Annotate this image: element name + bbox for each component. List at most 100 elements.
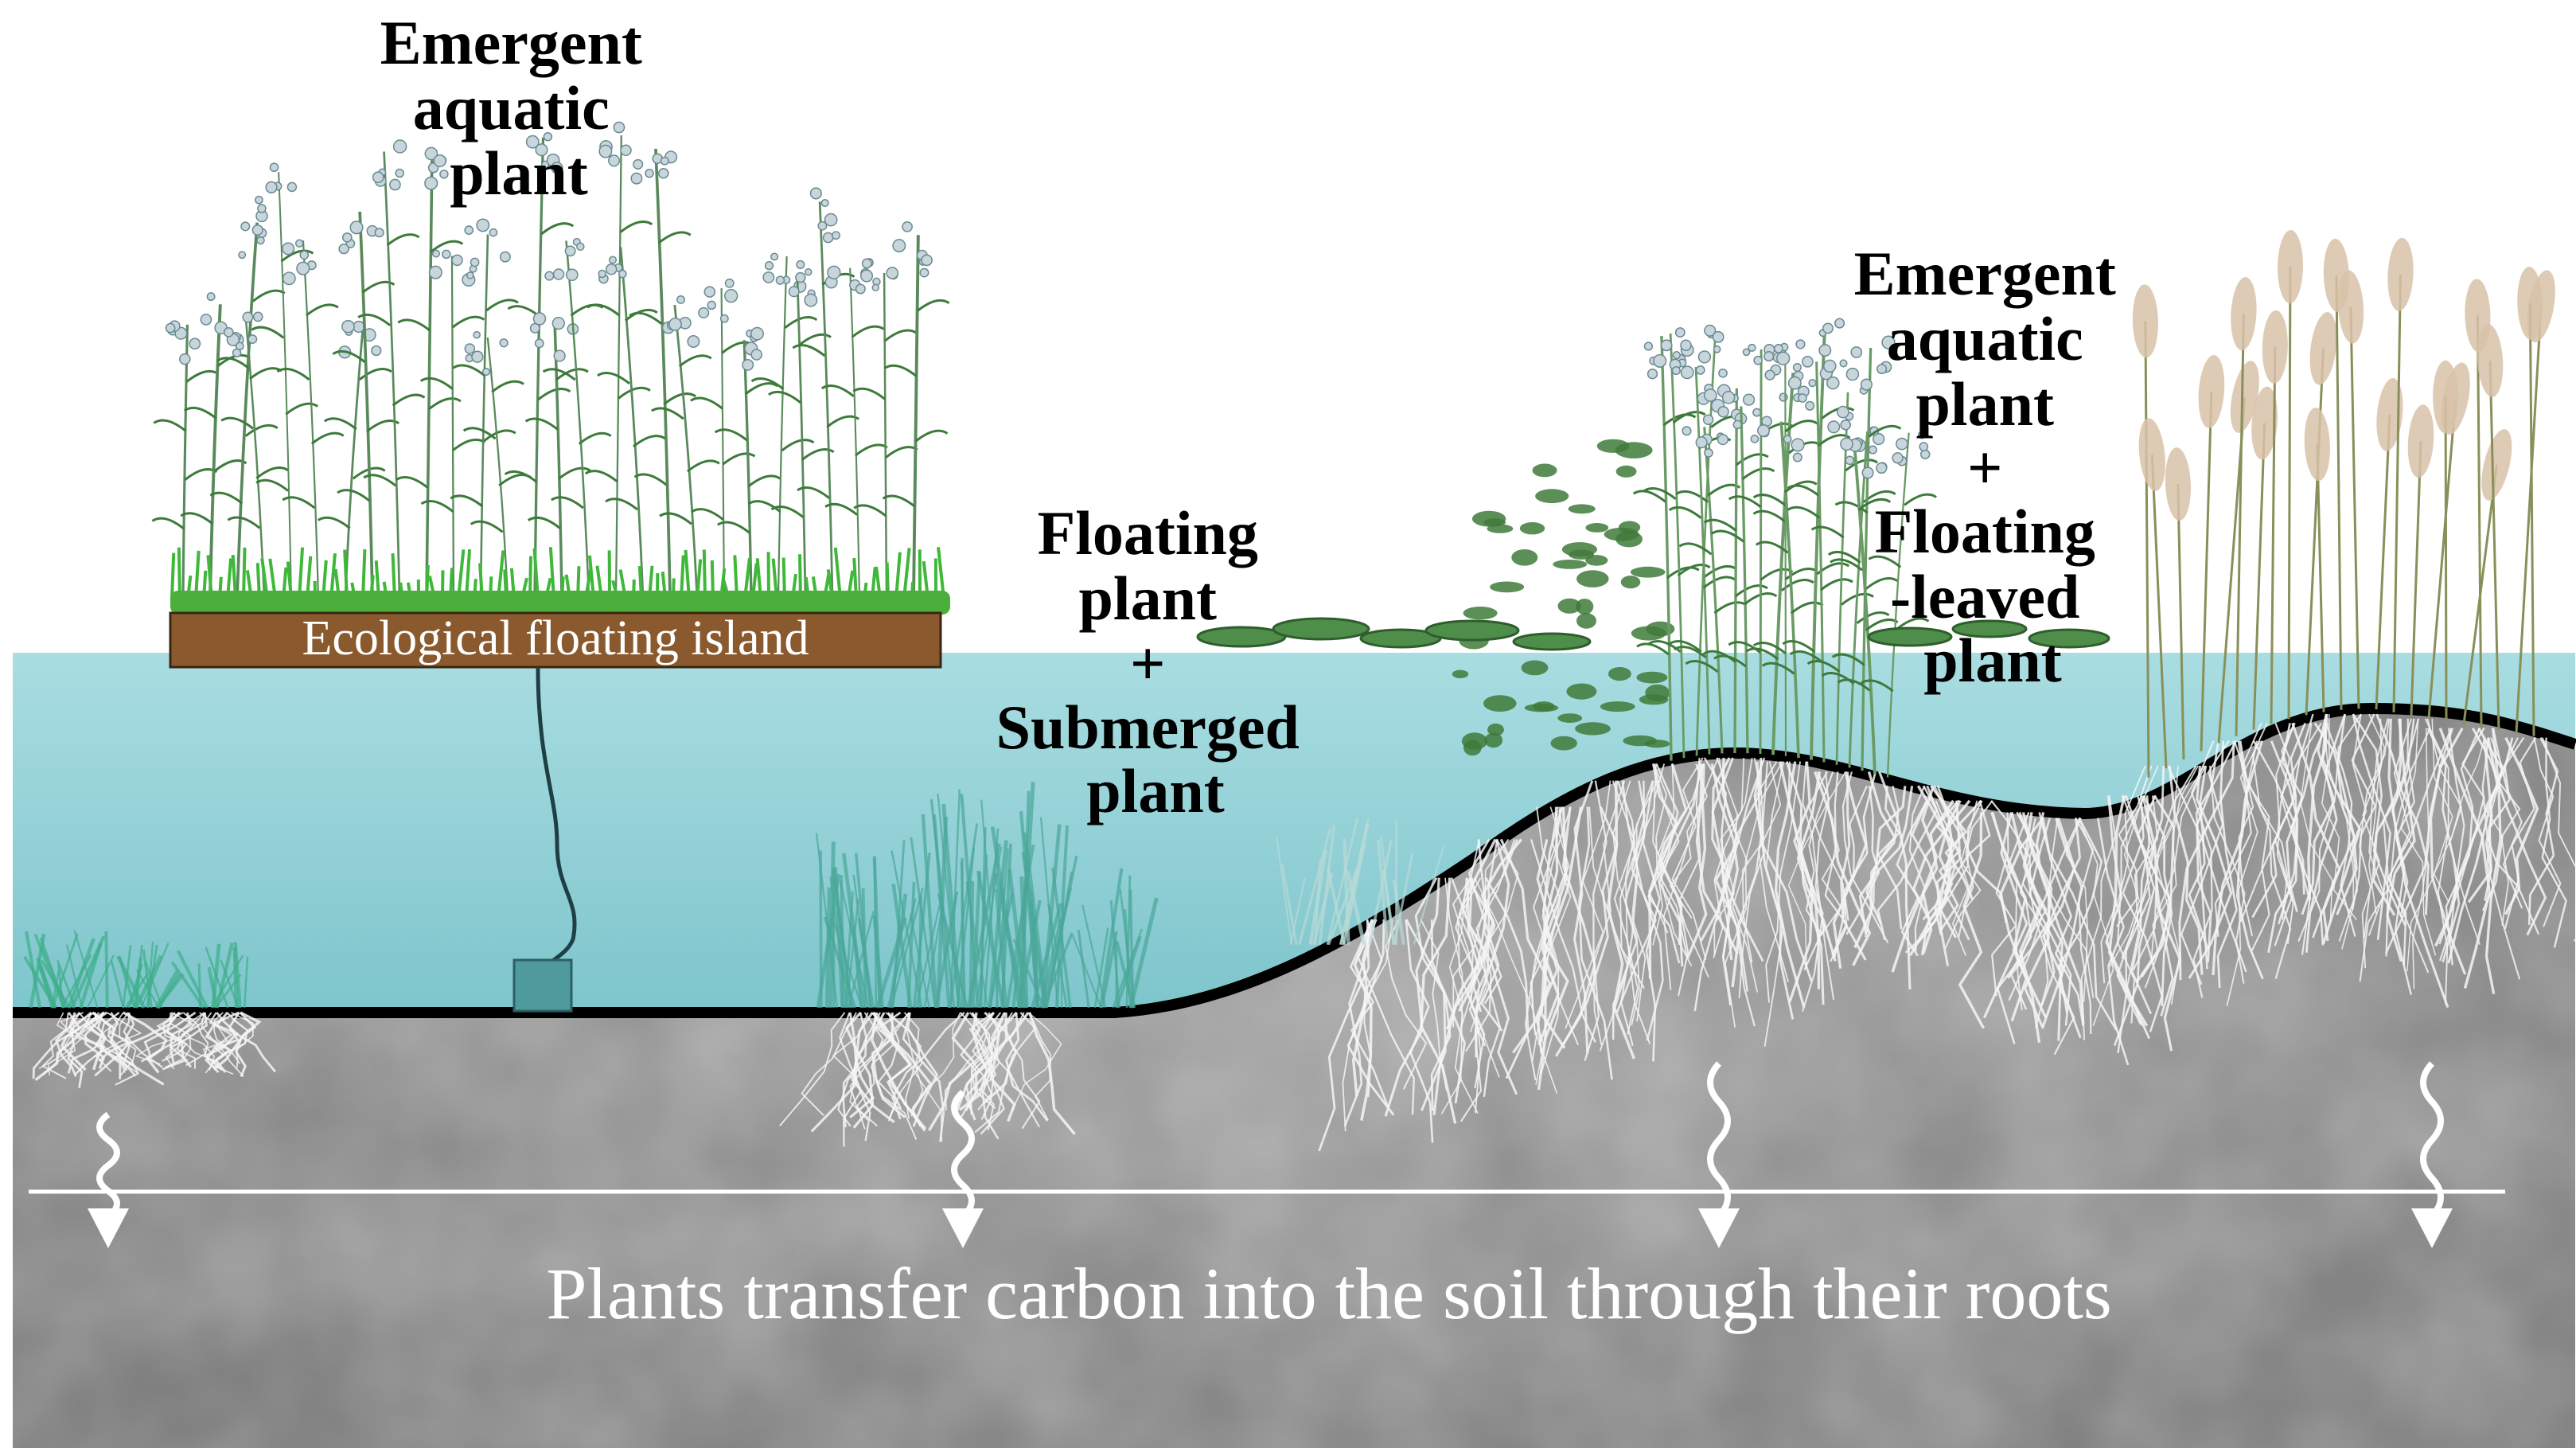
root-tuft [1565, 780, 1664, 1062]
reed-plume [2262, 310, 2288, 384]
plant-stalk [768, 267, 835, 598]
island-plant-line-3: plant [450, 139, 587, 208]
reed-plume [2407, 404, 2434, 478]
bush-leaf [1483, 695, 1517, 712]
reed-stem [2528, 303, 2535, 736]
right-zone-line-6: -leaved [1890, 562, 2079, 631]
plant-stalk [597, 247, 666, 598]
wavy-down-arrow-icon [1698, 1061, 1740, 1248]
plant-stalk [1830, 437, 1899, 775]
bush-leaf [1553, 560, 1588, 569]
reed-plume [2132, 284, 2158, 358]
reed-plume [2337, 270, 2364, 344]
plant-stalk [524, 312, 591, 598]
plant-stalk [357, 139, 426, 598]
bush-leaf [1487, 723, 1504, 736]
floating-leaves [1196, 617, 2110, 651]
plant-stalk [584, 121, 653, 598]
reed-plume [2481, 429, 2512, 501]
reed-plume [2304, 408, 2330, 482]
ecological-floating-island: Ecological floating island [169, 591, 950, 1013]
reed-stem [2252, 423, 2266, 730]
bush-leaf [1576, 570, 1609, 587]
wavy-down-arrow-icon [2411, 1061, 2453, 1248]
bush-leaf [1576, 599, 1594, 615]
root-tuft [1724, 761, 1835, 1048]
root-tuft [2274, 713, 2430, 953]
plant-stalk [251, 162, 319, 598]
reed-stem [2444, 396, 2448, 721]
root-tuft [1318, 919, 1466, 1152]
emergent-plants [151, 121, 2555, 778]
reed-stem [2144, 321, 2150, 778]
right-zone-line-5: Floating [1875, 497, 2095, 566]
grass-clump [110, 942, 249, 1009]
plant-stalk [792, 187, 860, 598]
bush-leaf [1608, 667, 1631, 681]
root-tuft [1524, 806, 1629, 1094]
reed-plume [2376, 377, 2403, 451]
middle-zone-label: Floating plant + Submerged plant [996, 498, 1315, 825]
plant-stalk [450, 218, 519, 598]
plant-stalk [276, 239, 345, 598]
reed-stem [2515, 306, 2543, 734]
grass-clump [1276, 818, 1445, 946]
wavy-down-arrow-icon [942, 1090, 984, 1248]
reed-plume [2251, 386, 2278, 460]
reed-stem [2476, 315, 2483, 728]
reed-stem [2287, 267, 2292, 720]
right-zone-line-2: aquatic [1887, 304, 2083, 373]
island-soil-block [169, 611, 942, 669]
bush-leaf [1623, 735, 1657, 747]
middle-zone-line-5: plant [1086, 756, 1224, 825]
root-tuft [32, 1011, 168, 1088]
island-grass-mat [170, 591, 950, 615]
reed-stem [2335, 275, 2343, 710]
reed-plume [2277, 230, 2304, 303]
plant-stalk [1860, 431, 1937, 778]
bush-leaf [1569, 549, 1595, 560]
middle-zone-line-2: plant [1079, 564, 1217, 633]
bush-leaf [1521, 660, 1549, 676]
reed-stem [2488, 360, 2500, 731]
plant-stalk [747, 252, 818, 598]
bush-leaf [1511, 549, 1538, 566]
anchor-block [512, 958, 573, 1013]
plant-stalk [332, 211, 400, 598]
root-tuft [2433, 736, 2576, 948]
grass-clump [815, 833, 944, 1009]
plant-stalk [650, 295, 720, 598]
reed-stem [2270, 346, 2277, 724]
reed-plume [2433, 360, 2459, 434]
bush-leaf [1620, 576, 1641, 589]
bush-leaf [1557, 598, 1581, 614]
reed-stem [2235, 314, 2245, 736]
bush-leaf [1557, 713, 1583, 723]
bush-leaf [1490, 581, 1525, 593]
root-tuft [1958, 811, 2118, 1044]
anchor-cable [536, 666, 577, 970]
right-zone-line-3: plant [1916, 369, 2054, 439]
grass-clump [23, 930, 170, 1009]
plant-stalk [1787, 359, 1853, 763]
plant-stalk [1632, 327, 1700, 761]
plant-stalk [1755, 416, 1824, 759]
plant-stalk [462, 330, 532, 598]
reed-stem [2349, 306, 2360, 709]
middle-zone-line-1: Floating [1038, 498, 1258, 568]
reed-plume [2231, 277, 2257, 351]
bush-leaf [1471, 510, 1506, 527]
bush-leaf [1645, 684, 1670, 702]
reed-stem [2200, 391, 2213, 751]
plant-stalk [714, 326, 781, 598]
reed-plume [2138, 418, 2165, 491]
root-tuft [116, 1011, 277, 1078]
bush-leaf [1576, 613, 1596, 629]
reed-stem [2305, 348, 2325, 716]
island-label: Ecological floating island [302, 611, 809, 665]
bush-leaf [1630, 566, 1666, 578]
plant-stalk [504, 131, 575, 598]
reed-plume [2165, 447, 2192, 521]
carbon-arrows [88, 1061, 2453, 1248]
bush-leaf [1615, 465, 1637, 478]
